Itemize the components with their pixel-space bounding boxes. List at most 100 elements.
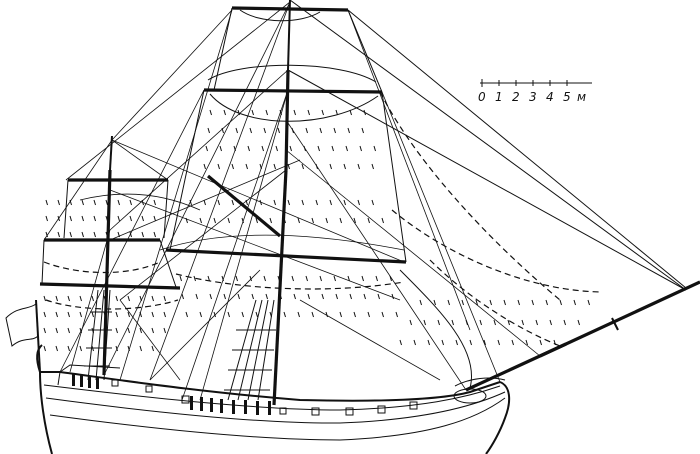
reef-point bbox=[297, 311, 300, 318]
reef-point bbox=[573, 299, 576, 306]
reef-point bbox=[103, 311, 106, 318]
reef-point bbox=[139, 327, 142, 334]
reef-point bbox=[315, 163, 318, 170]
reef-point bbox=[55, 345, 58, 352]
reef-point bbox=[375, 275, 378, 282]
reef-point bbox=[461, 299, 464, 306]
reef-point bbox=[209, 293, 212, 300]
reef-point bbox=[317, 145, 320, 152]
reef-point bbox=[511, 339, 514, 346]
reef-point bbox=[269, 217, 272, 224]
reef-point bbox=[43, 345, 46, 352]
reef-point bbox=[223, 293, 226, 300]
reef-point bbox=[279, 109, 282, 116]
reef-point bbox=[55, 311, 58, 318]
reef-point bbox=[231, 163, 234, 170]
channels bbox=[72, 374, 271, 415]
reef-point bbox=[563, 319, 566, 326]
reef-point bbox=[311, 311, 314, 318]
reef-point bbox=[207, 127, 210, 134]
reef-point bbox=[545, 299, 548, 306]
reef-point bbox=[249, 127, 252, 134]
reef-point bbox=[223, 109, 226, 116]
reef-point bbox=[235, 127, 238, 134]
reef-point bbox=[535, 319, 538, 326]
reef-point bbox=[93, 215, 96, 222]
reef-point bbox=[219, 145, 222, 152]
reef-point bbox=[455, 339, 458, 346]
reef-point bbox=[127, 311, 130, 318]
reef-point bbox=[321, 293, 324, 300]
reef-point bbox=[525, 339, 528, 346]
reef-point bbox=[151, 295, 154, 302]
reef-point bbox=[301, 199, 304, 206]
reef-point bbox=[43, 295, 46, 302]
reef-point bbox=[181, 293, 184, 300]
reef-point bbox=[343, 163, 346, 170]
reef-point bbox=[307, 293, 310, 300]
reef-point bbox=[103, 295, 106, 302]
reef-point bbox=[199, 217, 202, 224]
reef-point bbox=[361, 127, 364, 134]
reef-point bbox=[433, 299, 436, 306]
reef-point bbox=[507, 319, 510, 326]
reef-point bbox=[259, 199, 262, 206]
reef-point bbox=[329, 199, 332, 206]
reef-point bbox=[163, 295, 166, 302]
reef-point bbox=[163, 327, 166, 334]
reef-point bbox=[339, 311, 342, 318]
reef-point bbox=[293, 293, 296, 300]
reef-point bbox=[67, 311, 70, 318]
reef-point bbox=[67, 345, 70, 352]
reef-point bbox=[261, 145, 264, 152]
reef-point bbox=[307, 109, 310, 116]
reef-point bbox=[269, 311, 272, 318]
reef-point bbox=[43, 311, 46, 318]
reef-point bbox=[335, 293, 338, 300]
reef-point bbox=[57, 199, 60, 206]
reef-point bbox=[333, 275, 336, 282]
reef-point bbox=[353, 311, 356, 318]
reef-point bbox=[69, 199, 72, 206]
scale-tick-3: 3 bbox=[529, 90, 537, 104]
reef-point bbox=[81, 231, 84, 238]
reef-point bbox=[301, 163, 304, 170]
reef-point bbox=[349, 109, 352, 116]
reef-point bbox=[79, 311, 82, 318]
reef-point bbox=[227, 217, 230, 224]
reef-point bbox=[275, 145, 278, 152]
reef-point bbox=[357, 163, 360, 170]
reef-point bbox=[347, 127, 350, 134]
reef-point bbox=[141, 231, 144, 238]
reef-point bbox=[531, 299, 534, 306]
reef-point bbox=[141, 199, 144, 206]
reef-point bbox=[577, 319, 580, 326]
reef-point bbox=[195, 293, 198, 300]
reef-point bbox=[517, 299, 520, 306]
reef-point bbox=[69, 231, 72, 238]
reef-point bbox=[423, 319, 426, 326]
reef-point bbox=[399, 339, 402, 346]
reef-point bbox=[213, 311, 216, 318]
reef-point bbox=[81, 199, 84, 206]
reef-point bbox=[521, 319, 524, 326]
reef-point bbox=[451, 319, 454, 326]
reef-point bbox=[69, 215, 72, 222]
scale-tick-2: 2 bbox=[512, 90, 520, 104]
reef-point bbox=[251, 109, 254, 116]
reef-point bbox=[115, 327, 118, 334]
reef-point bbox=[363, 293, 366, 300]
reef-point bbox=[363, 109, 366, 116]
reef-point bbox=[493, 319, 496, 326]
scale-tick-4: 4 bbox=[546, 90, 554, 104]
reef-point bbox=[503, 299, 506, 306]
reef-point bbox=[345, 145, 348, 152]
reef-point bbox=[373, 145, 376, 152]
reef-point bbox=[395, 311, 398, 318]
reef-point bbox=[587, 299, 590, 306]
reef-point bbox=[139, 345, 142, 352]
reef-point bbox=[381, 217, 384, 224]
reef-point bbox=[409, 319, 412, 326]
reef-point bbox=[249, 275, 252, 282]
